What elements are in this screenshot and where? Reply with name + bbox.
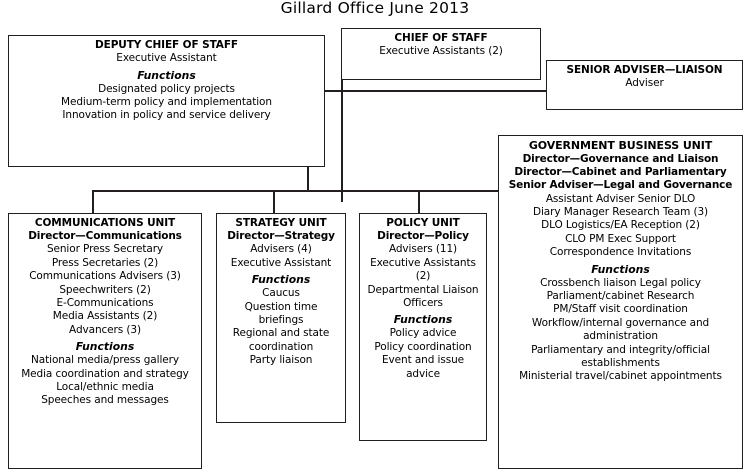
strategy-function-3: Party liaison: [249, 354, 313, 367]
communications-function-2: Local/ethnic media: [56, 381, 154, 394]
node-government-business-unit[interactable]: GOVERNMENT BUSINESS UNIT Director—Govern…: [498, 135, 743, 469]
chief-of-staff-header: CHIEF OF STAFF: [394, 32, 488, 44]
strategy-unit-header: STRATEGY UNIT: [235, 217, 327, 229]
communications-line-1: Press Secretaries (2): [51, 256, 159, 269]
communications-line-2: Communications Advisers (3): [29, 270, 181, 283]
communications-function-0: National media/press gallery: [31, 354, 179, 367]
gbu-function-5: Ministerial travel/cabinet appointments: [519, 370, 722, 383]
policy-line-1: Executive Assistants (2): [370, 256, 476, 283]
gbu-function-2: PM/Staff visit coordination: [553, 303, 688, 316]
page-title: Gillard Office June 2013: [280, 0, 470, 17]
deputy-function-2: Innovation in policy and service deliver…: [62, 109, 271, 122]
communications-functions-label: Functions: [75, 340, 135, 354]
strategy-function-1: Question time briefings: [244, 300, 318, 327]
gbu-subheader-1: Director—Cabinet and Parliamentary: [514, 166, 727, 179]
node-communications-unit[interactable]: COMMUNICATIONS UNIT Director—Communicati…: [8, 213, 202, 469]
gbu-function-4: Parliamentary and integrity/official est…: [531, 343, 710, 370]
deputy-chief-of-staff-line-0: Executive Assistant: [116, 52, 217, 65]
gbu-function-1: Parliament/cabinet Research: [546, 290, 695, 303]
gbu-line-0: Assistant Adviser Senior DLO: [545, 192, 696, 205]
communications-unit-header: COMMUNICATIONS UNIT: [34, 217, 176, 229]
chief-of-staff-line-0: Executive Assistants (2): [379, 45, 503, 58]
policy-function-2: Event and issue advice: [382, 354, 464, 380]
deputy-function-1: Medium-term policy and implementation: [61, 96, 272, 109]
strategy-unit-subheader: Director—Strategy: [227, 230, 335, 243]
deputy-chief-of-staff-header: DEPUTY CHIEF OF STAFF: [95, 39, 238, 51]
policy-unit-header: POLICY UNIT: [386, 217, 460, 229]
gbu-line-1: Diary Manager Research Team (3): [532, 206, 709, 219]
communications-function-1: Media coordination and strategy: [21, 367, 189, 380]
gbu-function-3: Workflow/internal governance and adminis…: [531, 316, 710, 343]
communications-line-6: Advancers (3): [69, 323, 141, 336]
communications-function-3: Speeches and messages: [41, 394, 169, 407]
gbu-header: GOVERNMENT BUSINESS UNIT: [528, 139, 713, 152]
strategy-line-1: Executive Assistant: [230, 256, 332, 269]
senior-adviser-liaison-header: SENIOR ADVISER—LIAISON: [566, 64, 723, 76]
strategy-functions-label: Functions: [251, 273, 311, 287]
node-deputy-chief-of-staff[interactable]: DEPUTY CHIEF OF STAFF Executive Assistan…: [8, 35, 325, 167]
connector-drop-strategy: [273, 190, 275, 213]
communications-line-0: Senior Press Secretary: [46, 243, 164, 256]
policy-function-0: Policy advice: [389, 327, 457, 340]
connector-drop-communications: [92, 190, 94, 213]
gbu-subheader-0: Director—Governance and Liaison: [522, 153, 719, 165]
senior-adviser-liaison-line-0: Adviser: [625, 77, 664, 90]
gbu-line-3: CLO PM Exec Support: [565, 232, 676, 245]
communications-unit-subheader: Director—Communications: [28, 230, 182, 243]
strategy-function-2: Regional and state coordination: [232, 327, 330, 353]
policy-unit-subheader: Director—Policy: [377, 230, 469, 243]
gbu-line-2: DLO Logistics/EA Reception (2): [541, 219, 700, 232]
deputy-functions-label: Functions: [137, 68, 196, 82]
connector-bus-units: [92, 190, 510, 192]
gbu-line-4: Correspondence Invitations: [549, 246, 692, 259]
policy-line-2: Departmental Liaison Officers: [367, 283, 479, 310]
connector-to-gbu: [470, 190, 500, 192]
strategy-function-0: Caucus: [262, 287, 300, 300]
connector-bus-top: [307, 90, 546, 92]
policy-functions-label: Functions: [393, 313, 453, 327]
node-strategy-unit[interactable]: STRATEGY UNIT Director—Strategy Advisers…: [216, 213, 346, 423]
node-chief-of-staff[interactable]: CHIEF OF STAFF Executive Assistants (2): [341, 28, 541, 80]
connector-drop-policy: [418, 190, 420, 213]
communications-line-4: E-Communications: [56, 297, 154, 310]
gbu-functions-label: Functions: [591, 262, 650, 276]
policy-line-0: Advisers (11): [388, 243, 458, 256]
connector-cos-down: [341, 80, 343, 202]
strategy-line-0: Advisers (4): [250, 243, 312, 256]
gbu-function-0: Crossbench liaison Legal policy: [540, 276, 701, 289]
communications-line-3: Speechwriters (2): [59, 283, 151, 296]
node-policy-unit[interactable]: POLICY UNIT Director—Policy Advisers (11…: [359, 213, 487, 441]
policy-function-1: Policy coordination: [374, 340, 472, 353]
deputy-function-0: Designated policy projects: [98, 82, 235, 95]
communications-line-5: Media Assistants (2): [52, 310, 158, 323]
gbu-subheader-2: Senior Adviser—Legal and Governance: [508, 179, 733, 192]
node-senior-adviser-liaison[interactable]: SENIOR ADVISER—LIAISON Adviser: [546, 60, 743, 110]
